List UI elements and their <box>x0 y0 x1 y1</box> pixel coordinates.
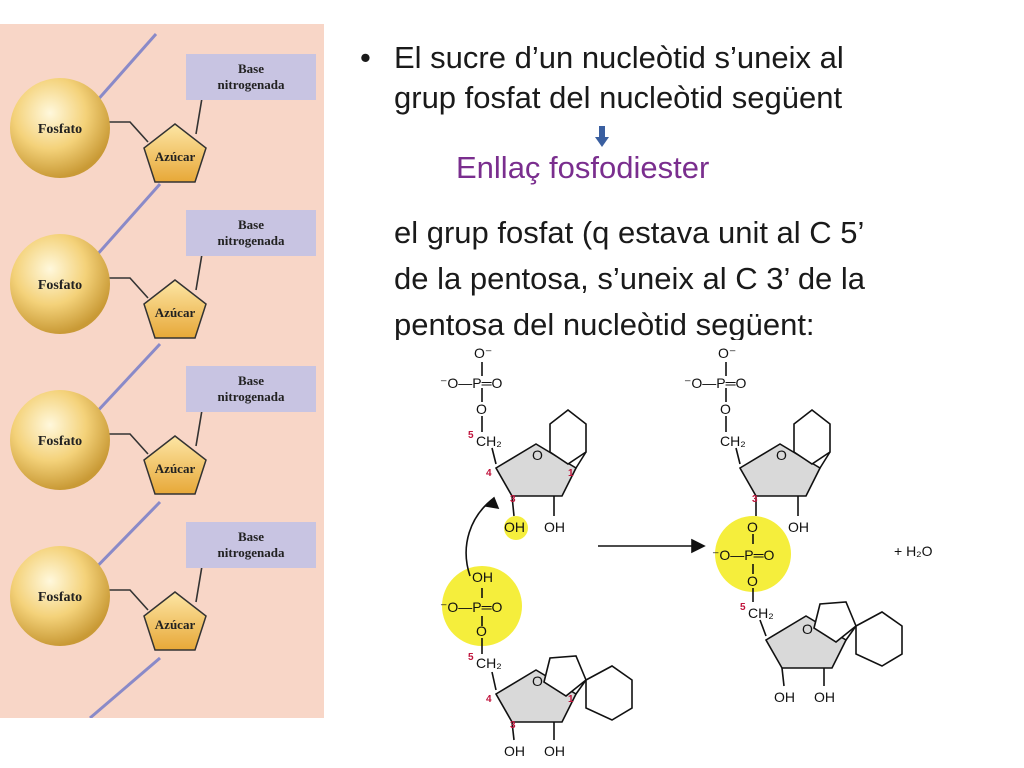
phosphate-sphere <box>10 234 110 334</box>
phosphodiester-reaction-diagram: O⁻ ⁻O—P═O O 5 CH₂ O 4 3 1 OH OH OH ⁻O—P═… <box>440 345 933 759</box>
chem-opo-left-top: ⁻O—P═O <box>440 375 503 391</box>
chem-ring-o-left-top: O <box>532 447 543 463</box>
phosphate-label: Fosfato <box>38 122 82 137</box>
chem-oh-3-right-bottom: OH <box>774 689 795 705</box>
explain-line-1: el grup fosfat (q estava unit al C 5’ <box>394 215 865 250</box>
chem-c3-left-bottom: 3 <box>510 720 516 731</box>
chem-opo-left-mid: ⁻O—P═O <box>440 599 503 615</box>
chem-opo-right-top: ⁻O—P═O <box>684 375 747 391</box>
phosphate-sugar-bond <box>108 277 149 299</box>
sugar-pentagon <box>143 435 207 495</box>
chem-oh-2-left-bottom: OH <box>544 743 565 759</box>
base-label-line2: nitrogenada <box>218 545 285 560</box>
base-box <box>186 210 316 256</box>
explanation-text: el grup fosfat (q estava unit al C 5’ de… <box>394 210 1004 340</box>
highlight-oh-left <box>504 516 528 540</box>
bullet-point: • El sucre d’un nucleòtid s’uneix al gru… <box>360 38 1000 118</box>
bullet-line-1: El sucre d’un nucleòtid s’uneix al <box>394 40 844 75</box>
chem-c1-left-top: 1 <box>568 468 574 479</box>
bullet-line-2: grup fosfat del nucleòtid següent <box>394 80 843 115</box>
chem-o-minus-right-top: O⁻ <box>718 345 736 361</box>
chem-oh-2-right-top: OH <box>788 519 809 535</box>
chem-c5-right-bottom: 5 <box>740 602 746 613</box>
sugar-pentagon <box>143 279 207 339</box>
chem-c4-left-top: 4 <box>486 468 492 479</box>
explain-line-2: de la pentosa, s’uneix al C 3’ de la <box>394 261 866 296</box>
sugar-pentagon <box>143 123 207 183</box>
phosphate-sphere <box>10 78 110 178</box>
chem-oh-2-left-top: OH <box>544 519 565 535</box>
base-box <box>186 522 316 568</box>
base-label-line2: nitrogenada <box>218 77 285 92</box>
phosphate-sugar-bond <box>108 589 149 611</box>
chem-oh-phosphate-left: OH <box>472 569 493 585</box>
bullet-text-block: • El sucre d’un nucleòtid s’uneix al gru… <box>360 38 1000 118</box>
chem-oh-3-left-bottom: OH <box>504 743 525 759</box>
chain-svg: FosfatoAzúcarBasenitrogenadaFosfatoAzúca… <box>10 33 316 718</box>
highlight-phosphate-right <box>715 516 791 592</box>
base-label-line2: nitrogenada <box>218 389 285 404</box>
base-label-line1: Base <box>238 373 264 388</box>
chem-c1-left-bottom: 1 <box>568 694 574 705</box>
base-label-line2: nitrogenada <box>218 233 285 248</box>
chem-ch2-right-bottom: CH₂ <box>748 605 774 621</box>
phosphate-sugar-bond <box>108 121 149 143</box>
highlight-phosphate-left <box>442 566 522 646</box>
chem-ring-o-left-bottom: O <box>532 673 543 689</box>
sugar-label: Azúcar <box>155 305 196 320</box>
chem-o-left-mid: O <box>476 623 487 639</box>
bullet-dot: • <box>360 40 371 75</box>
chem-ring-o-right-bottom: O <box>802 621 813 637</box>
chem-oh-3-left-top: OH <box>504 519 525 535</box>
chem-oh-2-right-bottom: OH <box>814 689 835 705</box>
sugar-label: Azúcar <box>155 617 196 632</box>
base-label-line1: Base <box>238 529 264 544</box>
phosphate-sphere <box>10 546 110 646</box>
chem-c3-left-top: 3 <box>510 494 516 505</box>
chem-ch2-left-bottom: CH₂ <box>476 655 502 671</box>
phosphate-sphere <box>10 390 110 490</box>
sugar-label: Azúcar <box>155 149 196 164</box>
chem-o-minus-left-top: O⁻ <box>474 345 492 361</box>
chem-ch2-left-top: CH₂ <box>476 433 502 449</box>
chem-c5-left-top: 5 <box>468 430 474 441</box>
sugar-label: Azúcar <box>155 461 196 476</box>
chem-o-left-top: O <box>476 401 487 417</box>
down-arrow-icon <box>595 126 609 147</box>
sugar-pentagon <box>143 591 207 651</box>
phosphate-label: Fosfato <box>38 278 82 293</box>
chem-ring-o-right-top: O <box>776 447 787 463</box>
base-label-line1: Base <box>238 217 264 232</box>
chem-o-right-mid-top: O <box>747 519 758 535</box>
linkage-label: Enllaç fosfodiester <box>456 150 710 185</box>
explain-line-3: pentosa del nucleòtid següent: <box>394 307 815 340</box>
chem-c4-left-bottom: 4 <box>486 694 492 705</box>
chem-o-right-top: O <box>720 401 731 417</box>
chem-o-right-mid-bottom: O <box>747 573 758 589</box>
chem-plus-water: + H₂O <box>894 543 933 559</box>
chem-c5-left-bottom: 5 <box>468 652 474 663</box>
base-box <box>186 366 316 412</box>
chem-opo-right-mid: ⁻O—P═O <box>712 547 775 563</box>
chem-ch2-right-top: CH₂ <box>720 433 746 449</box>
base-box <box>186 54 316 100</box>
phosphate-label: Fosfato <box>38 590 82 605</box>
base-label-line1: Base <box>238 61 264 76</box>
phosphate-label: Fosfato <box>38 434 82 449</box>
chem-c3-right-top: 3 <box>752 494 758 505</box>
phosphate-sugar-bond <box>108 433 149 455</box>
